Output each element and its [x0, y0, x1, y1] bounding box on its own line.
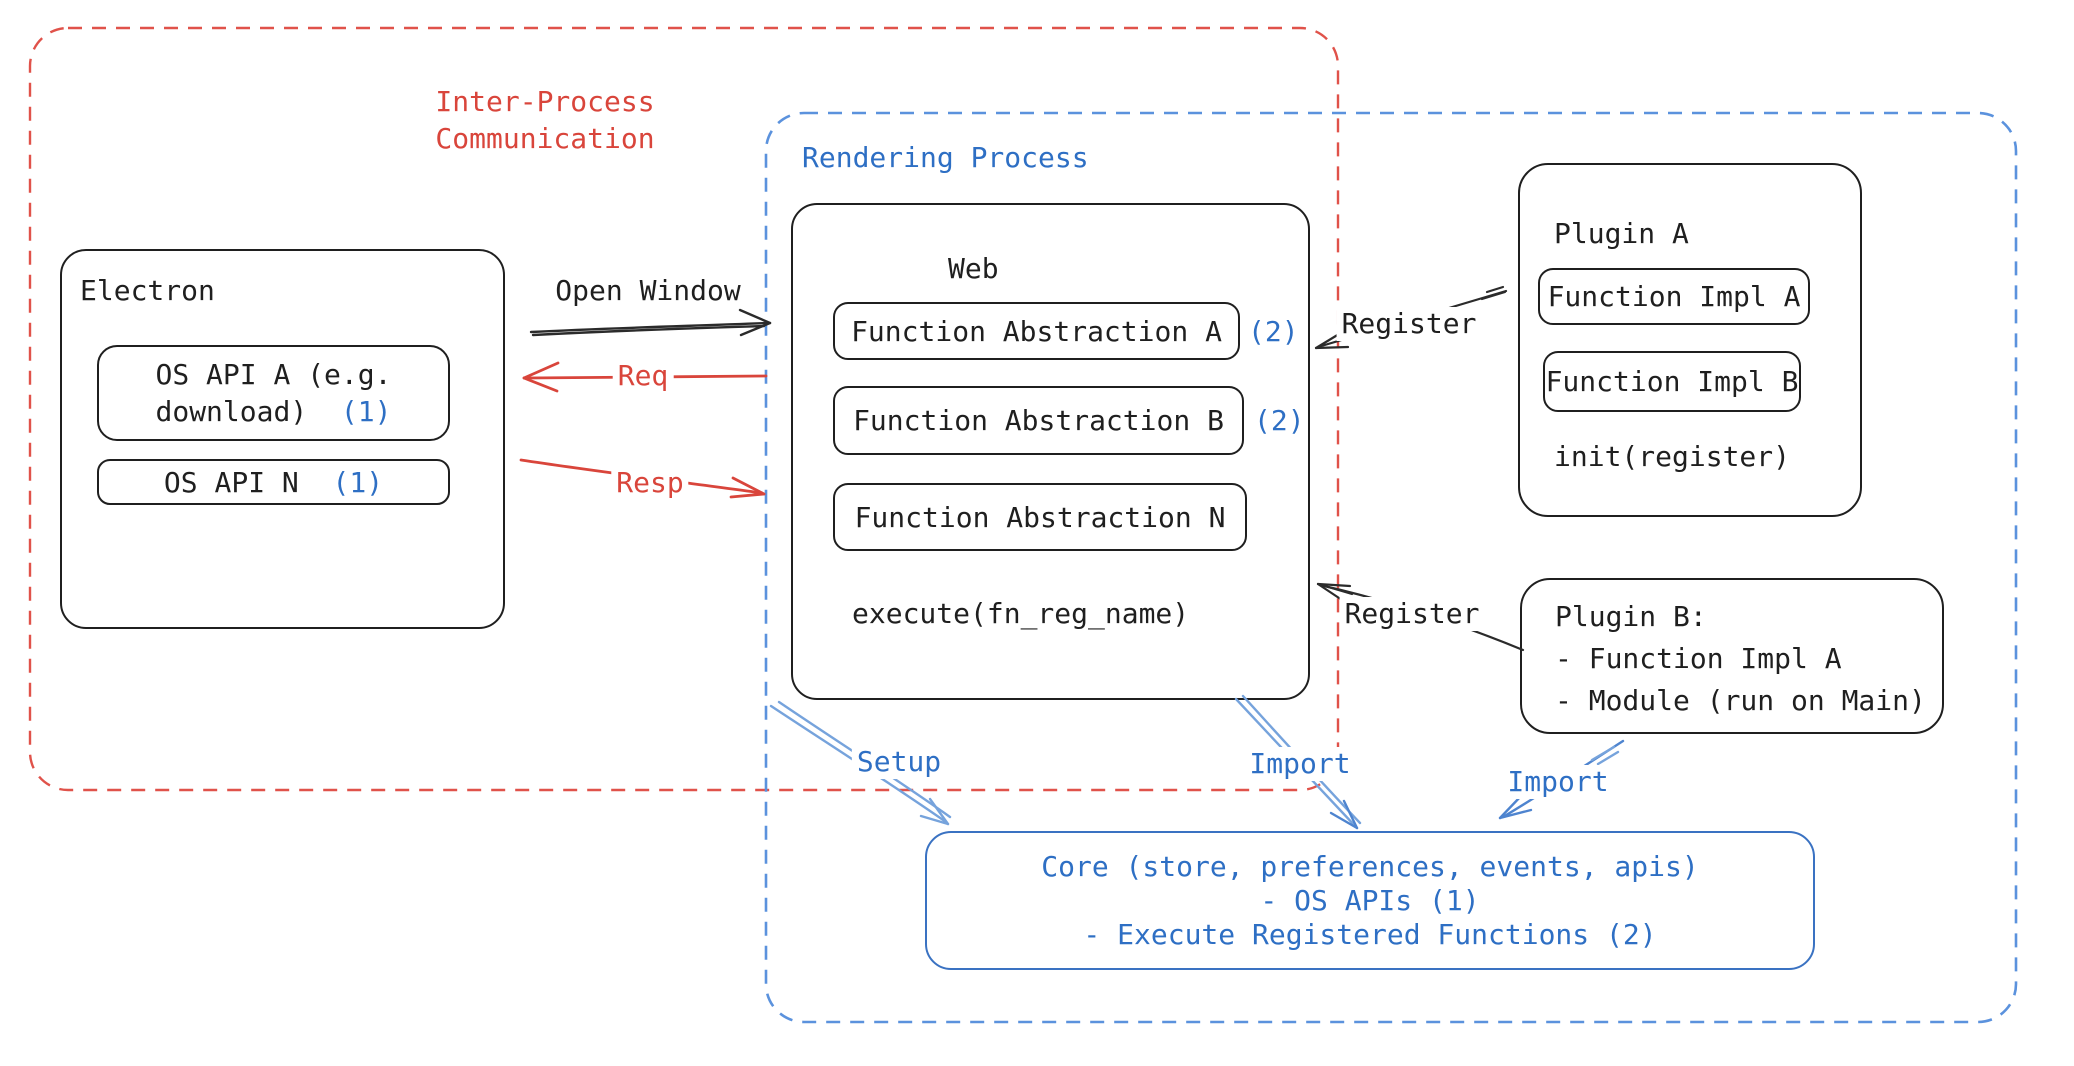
plugin-a-title: Plugin A — [1554, 217, 1689, 250]
function-impl-a-box: Function Impl A — [1538, 268, 1810, 325]
init-register-label: init(register) — [1554, 440, 1791, 473]
os-api-a-line1: OS API A (e.g. — [155, 358, 392, 391]
plugin-b-line1: - Function Impl A — [1555, 642, 1842, 675]
plugin-b-line2: - Module (run on Main) — [1555, 684, 1926, 717]
plugin-b-text: Plugin B: - Function Impl A - Module (ru… — [1555, 596, 1926, 722]
function-impl-a-label: Function Impl A — [1547, 280, 1801, 313]
function-abstraction-b-label: Function Abstraction B — [853, 404, 1224, 437]
execute-label: execute(fn_reg_name) — [852, 597, 1190, 630]
function-abstraction-n-box: Function Abstraction N — [833, 483, 1247, 551]
function-abstraction-a-label: Function Abstraction A — [851, 314, 1222, 348]
os-api-n-label: OS API N — [163, 465, 299, 499]
core-line3: - Execute Registered Functions (2) — [1083, 917, 1657, 951]
os-api-a-box: OS API A (e.g. download) (1) — [97, 345, 450, 441]
function-abstraction-n-label: Function Abstraction N — [854, 500, 1226, 534]
function-abstraction-a-box: Function Abstraction A — [833, 302, 1240, 360]
function-impl-b-label: Function Impl B — [1545, 365, 1799, 398]
os-api-n-box: OS API N (1) — [97, 459, 450, 505]
function-abstraction-b-box: Function Abstraction B — [833, 386, 1244, 455]
core-box: Core (store, preferences, events, apis) … — [925, 831, 1815, 970]
os-api-n-badge: (1) — [332, 465, 384, 499]
function-impl-b-box: Function Impl B — [1543, 351, 1801, 412]
plugin-b-title: Plugin B: — [1555, 600, 1707, 633]
web-title: Web — [948, 252, 999, 285]
core-line1: Core (store, preferences, events, apis) — [1041, 849, 1699, 883]
core-line2: - OS APIs (1) — [1260, 883, 1480, 917]
os-api-a-badge: (1) — [340, 395, 392, 428]
electron-title: Electron — [80, 274, 215, 307]
function-abstraction-a-badge: (2) — [1248, 315, 1299, 348]
os-api-a-line2: download) (1) — [155, 395, 392, 428]
function-abstraction-b-badge: (2) — [1254, 404, 1305, 437]
